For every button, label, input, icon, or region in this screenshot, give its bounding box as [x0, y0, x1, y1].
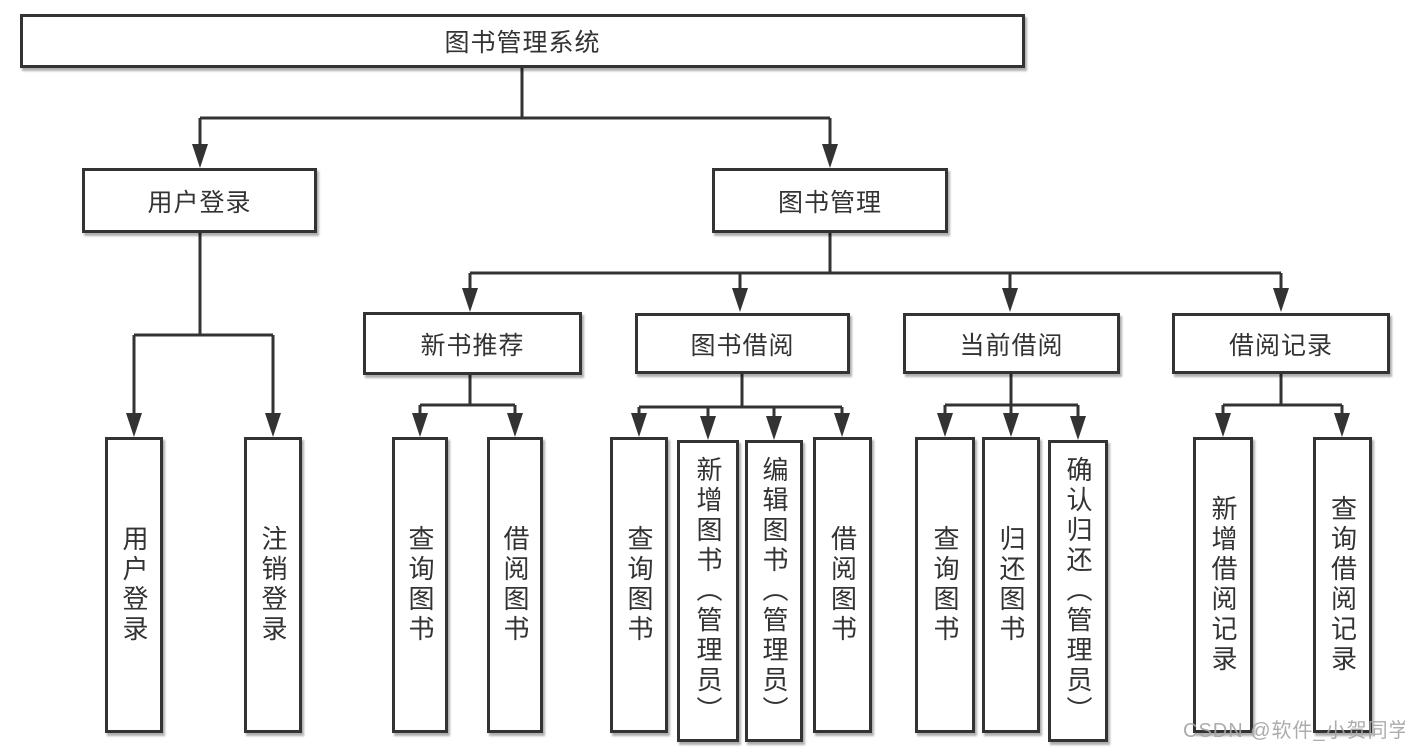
node-book-management: 图书管理	[712, 168, 948, 233]
node-new-book-recommend: 新书推荐	[363, 312, 582, 375]
node-new-book-recommend-label: 新书推荐	[420, 331, 525, 360]
leaf-borrow-borrow-books: 借阅图书	[813, 437, 872, 733]
leaf-add-books-admin: 新增图书（管理员）	[677, 440, 739, 742]
node-current-borrow-label: 当前借阅	[959, 331, 1064, 360]
leaf-newbooks-borrow-books-label: 借阅图书	[500, 525, 530, 645]
node-book-borrow: 图书借阅	[635, 313, 850, 374]
leaf-add-books-admin-label: 新增图书（管理员）	[693, 456, 723, 726]
leaf-return-books: 归还图书	[982, 437, 1040, 733]
node-borrow-records-label: 借阅记录	[1228, 331, 1333, 360]
leaf-edit-books-admin-label: 编辑图书（管理员）	[759, 456, 789, 726]
leaf-logout-login-label: 注销登录	[258, 525, 288, 645]
leaf-newbooks-borrow-books: 借阅图书	[487, 437, 543, 733]
leaf-newbooks-query-books-label: 查询图书	[405, 525, 435, 645]
leaf-newbooks-query-books: 查询图书	[392, 437, 448, 733]
leaf-add-borrow-record: 新增借阅记录	[1193, 437, 1253, 733]
leaf-borrow-query-books: 查询图书	[610, 437, 668, 733]
leaf-borrow-query-books-label: 查询图书	[624, 525, 654, 645]
node-book-management-label: 图书管理	[777, 188, 882, 217]
leaf-query-borrow-record-label: 查询借阅记录	[1327, 495, 1358, 675]
node-current-borrow: 当前借阅	[903, 313, 1120, 374]
leaf-edit-books-admin: 编辑图书（管理员）	[745, 440, 803, 742]
leaf-user-login: 用户登录	[105, 437, 163, 733]
node-borrow-records: 借阅记录	[1172, 313, 1390, 374]
node-root-label: 图书管理系统	[444, 29, 601, 57]
leaf-user-login-label: 用户登录	[119, 525, 149, 645]
leaf-confirm-return-admin: 确认归还（管理员）	[1048, 440, 1108, 742]
leaf-query-borrow-record: 查询借阅记录	[1313, 437, 1372, 733]
node-root: 图书管理系统	[20, 14, 1025, 68]
leaf-add-borrow-record-label: 新增借阅记录	[1208, 495, 1238, 675]
leaf-return-books-label: 归还图书	[996, 525, 1026, 645]
node-user-login: 用户登录	[82, 168, 317, 233]
leaf-logout-login: 注销登录	[244, 437, 302, 733]
node-user-login-label: 用户登录	[147, 188, 252, 217]
leaf-current-query-books: 查询图书	[915, 437, 975, 733]
node-book-borrow-label: 图书借阅	[690, 331, 795, 360]
leaf-current-query-books-label: 查询图书	[930, 525, 960, 645]
leaf-confirm-return-admin-label: 确认归还（管理员）	[1063, 456, 1093, 726]
csdn-watermark: CSDN @软件_小贺同学	[1183, 720, 1405, 742]
leaf-borrow-borrow-books-label: 借阅图书	[827, 525, 858, 645]
